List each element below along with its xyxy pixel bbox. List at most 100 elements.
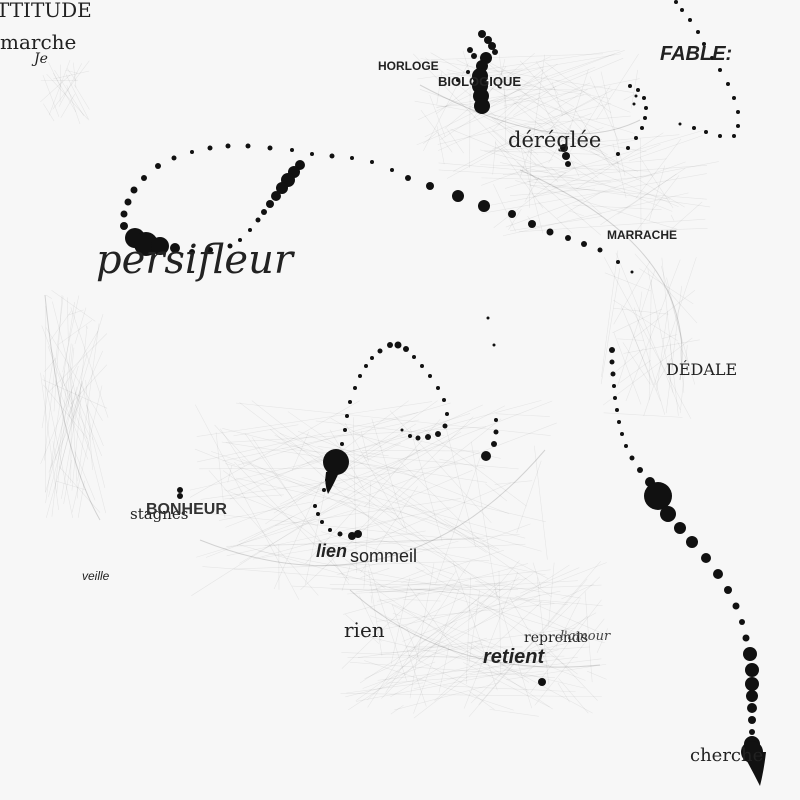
web-line xyxy=(452,561,498,691)
web-line xyxy=(227,465,232,483)
web-line xyxy=(233,424,299,437)
web-line xyxy=(354,434,421,452)
web-line xyxy=(218,501,312,521)
web-line xyxy=(655,357,672,386)
trail-dot xyxy=(337,531,343,537)
trail-dot xyxy=(141,175,147,181)
web-line xyxy=(251,437,350,585)
web-line xyxy=(536,117,620,164)
web-line xyxy=(489,126,521,152)
trail-dot xyxy=(613,396,617,400)
web-line xyxy=(555,599,580,648)
trail-dot xyxy=(358,374,362,378)
web-line xyxy=(355,588,381,593)
web-line xyxy=(560,89,613,117)
trail-dot xyxy=(710,56,714,60)
web-line xyxy=(40,385,74,465)
trail-dot xyxy=(207,247,213,253)
web-line xyxy=(661,257,674,372)
web-line xyxy=(265,400,438,525)
trail-dot xyxy=(644,482,672,510)
trail-dot xyxy=(484,36,492,44)
web-line xyxy=(65,74,90,121)
web-line xyxy=(67,347,75,408)
web-line xyxy=(496,74,549,120)
web-line xyxy=(494,480,533,485)
web-line xyxy=(439,63,558,141)
trail-dot xyxy=(435,431,441,437)
trail-dot xyxy=(207,145,213,151)
web-line xyxy=(349,533,546,576)
trail-dot xyxy=(415,435,421,441)
trail-dot xyxy=(225,143,231,149)
web-line xyxy=(389,410,492,524)
web-line xyxy=(513,101,599,179)
web-line xyxy=(199,467,405,470)
web-line xyxy=(54,69,85,116)
web-line xyxy=(225,400,553,528)
word-cherche: cherche xyxy=(690,745,764,766)
web-line xyxy=(345,633,605,698)
web-line xyxy=(241,459,428,542)
word-amour: l'amour xyxy=(560,629,611,644)
web-line xyxy=(52,72,77,113)
trail-dot xyxy=(405,175,411,181)
web-line xyxy=(58,466,101,513)
web-curve xyxy=(419,84,641,135)
web-line xyxy=(469,658,602,676)
trail-dot xyxy=(323,449,349,475)
web-line xyxy=(548,562,555,626)
web-line xyxy=(429,94,446,138)
web-line xyxy=(196,401,433,437)
trail-dot xyxy=(130,186,138,194)
web-line xyxy=(321,531,454,575)
web-line xyxy=(197,412,418,463)
web-line xyxy=(481,173,707,214)
web-line xyxy=(600,71,626,177)
web-line xyxy=(391,604,593,714)
web-line xyxy=(493,171,567,228)
trail-dot xyxy=(632,102,636,106)
web-line xyxy=(423,62,469,152)
web-line xyxy=(623,339,700,354)
web-line xyxy=(371,418,408,533)
web-line xyxy=(590,139,636,151)
word-reprends: reprends xyxy=(524,630,589,646)
trail-dot xyxy=(320,520,324,524)
web-line xyxy=(362,661,436,689)
web-line xyxy=(70,391,72,483)
web-line xyxy=(623,92,637,101)
trail-dot xyxy=(316,512,320,516)
web-line xyxy=(532,562,542,588)
web-line xyxy=(509,215,603,232)
trail-dot xyxy=(742,634,750,642)
web-line xyxy=(679,344,688,414)
trail-dot xyxy=(674,0,678,4)
web-line xyxy=(322,534,520,549)
web-line xyxy=(43,296,64,461)
web-line xyxy=(45,370,65,504)
trail-dot xyxy=(626,146,630,150)
web-line xyxy=(495,413,550,417)
web-line xyxy=(70,376,79,499)
web-line xyxy=(358,595,382,642)
trail-dot xyxy=(390,168,394,172)
web-line xyxy=(469,560,520,620)
web-line xyxy=(264,538,479,546)
web-line xyxy=(69,354,88,417)
web-line xyxy=(376,603,555,622)
web-line xyxy=(45,391,82,518)
web-line xyxy=(513,85,557,116)
trail-dot xyxy=(408,434,412,438)
web-line xyxy=(77,480,85,518)
web-line xyxy=(40,372,59,511)
trail-dot xyxy=(155,163,161,169)
web-line xyxy=(495,590,533,709)
trail-dot xyxy=(747,703,757,713)
web-line xyxy=(238,402,451,466)
web-line xyxy=(617,270,656,387)
web-line xyxy=(92,437,106,488)
web-line xyxy=(502,192,689,237)
web-line xyxy=(45,406,72,493)
web-line xyxy=(468,578,588,717)
